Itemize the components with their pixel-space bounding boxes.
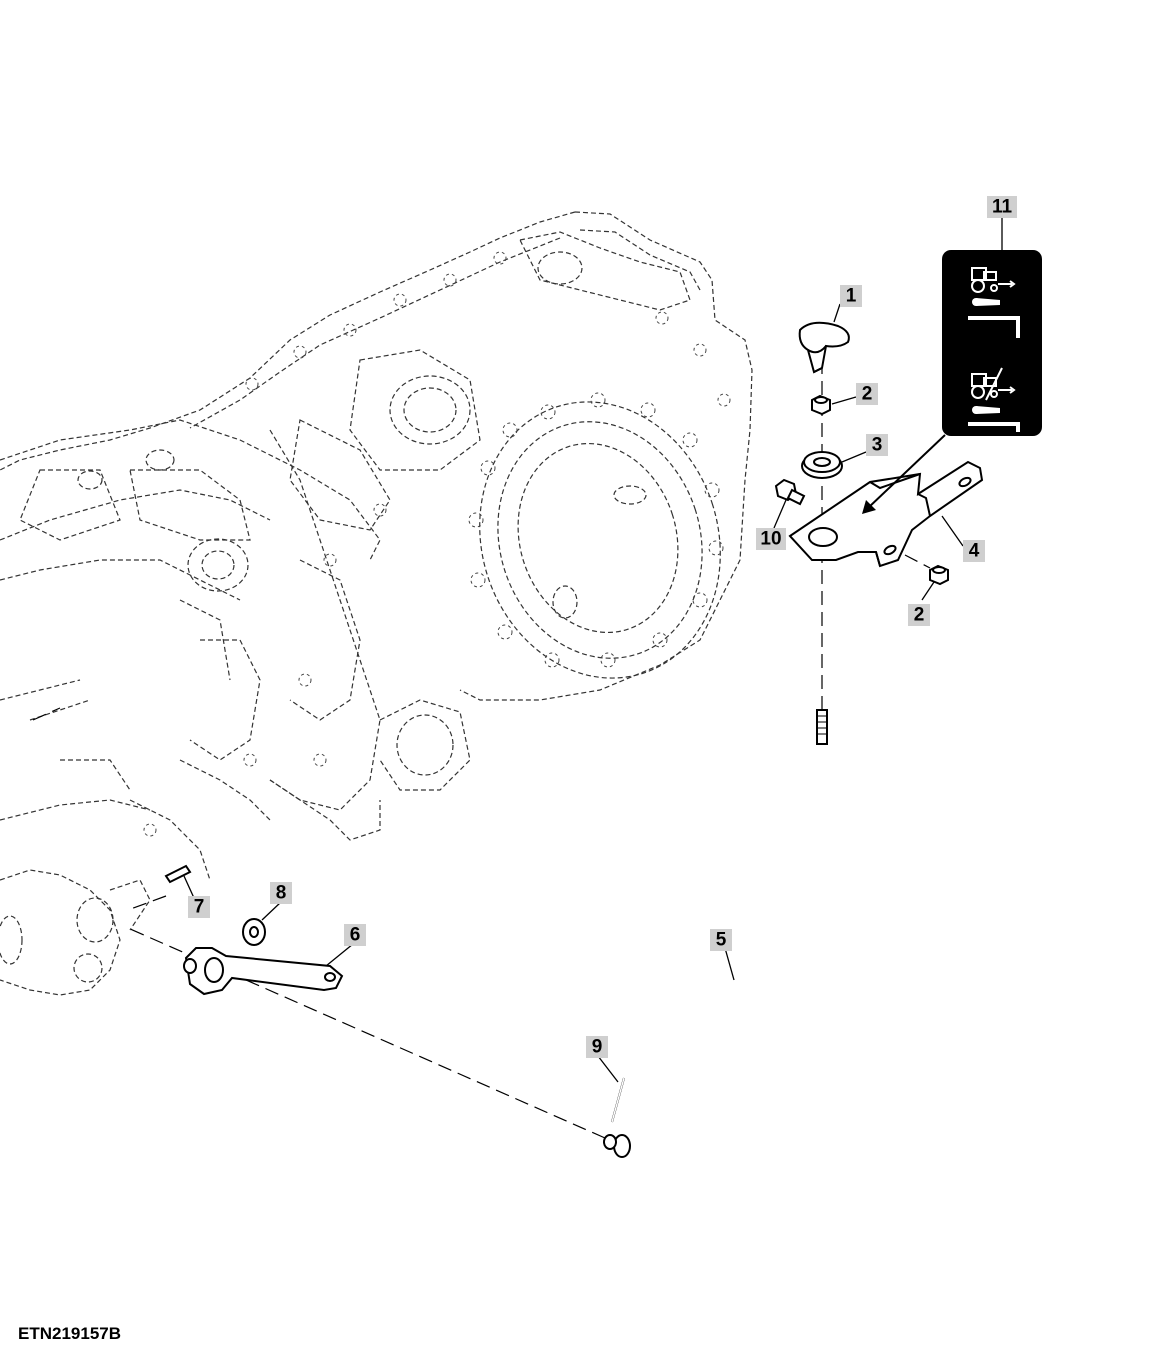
callout-1: 1 xyxy=(840,285,862,307)
leader-lines xyxy=(183,218,1003,1083)
transmission-housing-ghost xyxy=(0,211,753,996)
callout-10: 10 xyxy=(756,528,786,550)
tractor-pto-disengaged-icon xyxy=(971,367,1016,401)
svg-text:6: 6 xyxy=(350,925,361,946)
lever-position-icon xyxy=(968,406,1020,432)
callout-6: 6 xyxy=(344,924,366,946)
part-4-bracket xyxy=(788,460,984,568)
svg-text:2: 2 xyxy=(862,384,873,405)
svg-text:9: 9 xyxy=(592,1037,603,1058)
callout-4: 4 xyxy=(963,540,985,562)
callout-9: 9 xyxy=(586,1036,608,1058)
figure-id: ETN219157B xyxy=(18,1324,122,1343)
svg-text:5: 5 xyxy=(716,930,727,951)
callout-3: 3 xyxy=(866,434,888,456)
part-2-nut-upper xyxy=(811,394,831,416)
part-2-nut-lower xyxy=(929,564,949,586)
part-7-pin xyxy=(164,864,192,884)
part-8-washer xyxy=(242,918,266,946)
svg-text:3: 3 xyxy=(872,435,883,456)
lever-position-icon xyxy=(968,298,1020,338)
part-6-lever-arm xyxy=(183,947,344,996)
callout-2-upper: 2 xyxy=(856,383,878,405)
tractor-pto-engaged-icon xyxy=(971,267,1016,293)
part-5-shift-rod xyxy=(603,709,828,1169)
decal-placement-arrow xyxy=(862,434,946,514)
part-10-bolt xyxy=(774,478,806,506)
callout-8: 8 xyxy=(270,882,292,904)
svg-text:8: 8 xyxy=(276,883,287,904)
part-9-spring-pin xyxy=(611,1077,625,1123)
callout-11: 11 xyxy=(987,196,1017,218)
svg-text:10: 10 xyxy=(760,529,781,550)
svg-text:1: 1 xyxy=(846,286,857,307)
svg-text:2: 2 xyxy=(914,605,925,626)
callout-2-lower: 2 xyxy=(908,604,930,626)
part-11-decal xyxy=(942,250,1042,436)
assembly-centerlines xyxy=(32,360,931,1139)
callout-5: 5 xyxy=(710,929,732,951)
callout-7: 7 xyxy=(188,896,210,918)
svg-text:11: 11 xyxy=(992,197,1013,218)
part-3-grommet xyxy=(801,451,843,479)
svg-text:7: 7 xyxy=(194,897,205,918)
svg-text:4: 4 xyxy=(969,541,980,562)
part-1-knob xyxy=(798,321,850,374)
